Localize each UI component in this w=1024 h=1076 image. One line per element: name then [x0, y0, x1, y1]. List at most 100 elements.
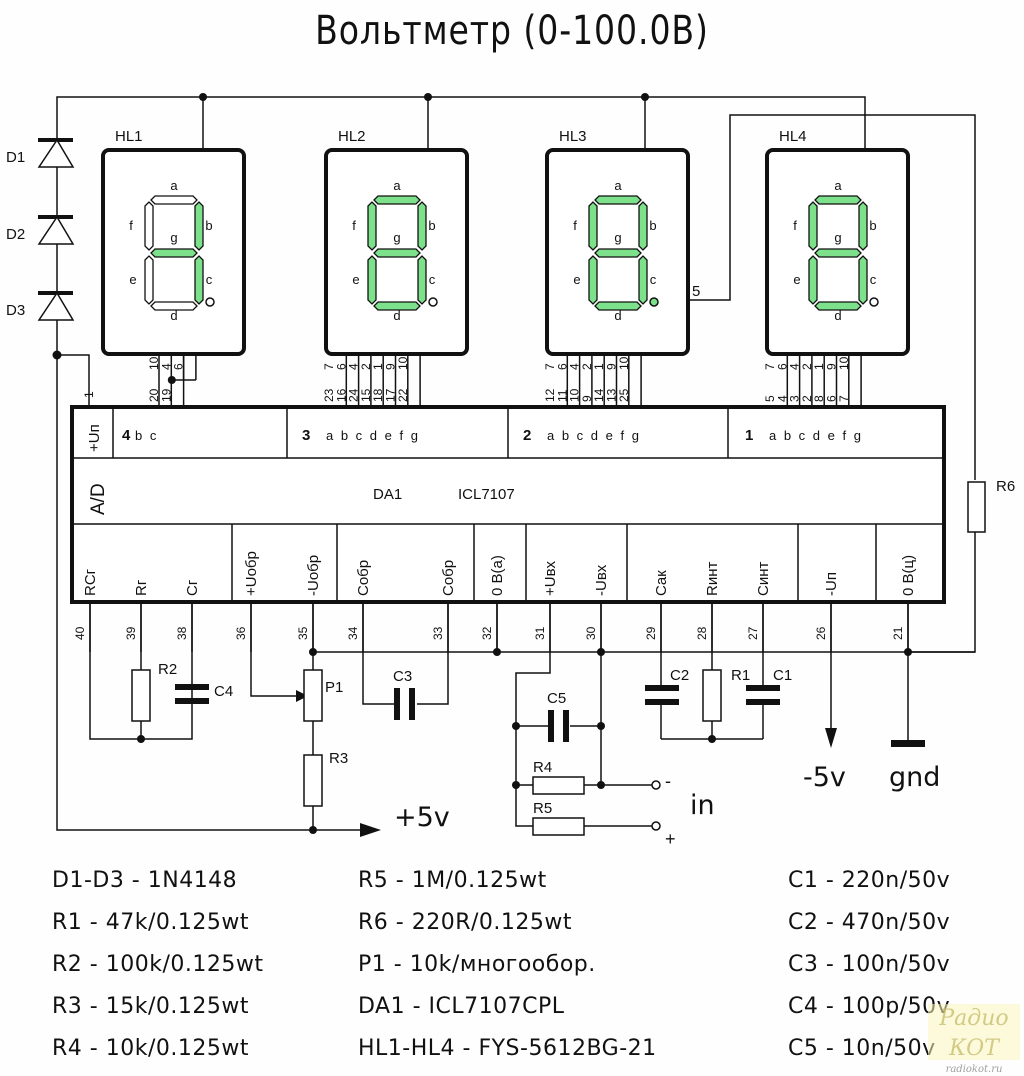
bom-column-2: R5 - 1M/0.125wt R6 - 220R/0.125wt P1 - 1… [358, 860, 657, 1070]
decimal-point [649, 297, 659, 307]
p1-label: P1 [325, 679, 343, 696]
chip-ref: DA1 [373, 486, 402, 503]
display-pin-label: 4 [347, 363, 361, 370]
c4-plate-2 [175, 698, 209, 704]
c2-label: C2 [670, 667, 689, 684]
digit-group-2: 2 a b c d e f g [523, 427, 641, 444]
bom-item: HL1-HL4 - FYS-5612BG-21 [358, 1036, 657, 1061]
display-pin-label: 7 [322, 363, 336, 370]
c1-label: C1 [773, 667, 792, 684]
chip-pin-label: 17 [384, 388, 398, 402]
c5-plate-2 [563, 710, 569, 742]
c5-label: C5 [547, 690, 566, 707]
pin-number: 21 [891, 626, 905, 640]
gnd-label: gnd [889, 762, 940, 793]
c1-plate-1 [746, 685, 780, 691]
diode-d1: D1 [6, 138, 75, 168]
chip-pin-label: 2 [800, 395, 814, 402]
segment-label-e: e [352, 272, 359, 287]
segment-d [150, 301, 198, 311]
bom-item: C5 - 10n/50v [788, 1036, 936, 1061]
segment-label-d: d [614, 308, 621, 323]
chip-pin-label: 8 [812, 395, 826, 402]
display-pin-label: 4 [788, 363, 802, 370]
segment-c [417, 255, 427, 305]
pin-1-label: 1 [82, 391, 96, 398]
pin-number: 34 [346, 626, 360, 640]
segment-f [588, 201, 598, 251]
c3-plate-1 [394, 688, 400, 720]
r5-label: R5 [533, 800, 552, 817]
chip-pin-label: 25 [617, 388, 631, 402]
diode-d3: D3 [6, 291, 75, 321]
pin-function-label: +Uвх [542, 560, 559, 596]
segment-label-a: a [834, 178, 842, 193]
common-bus [309, 648, 975, 656]
display-pin-label: 7 [763, 363, 777, 370]
segment-f [367, 201, 377, 251]
bom-column-3: C1 - 220n/50v C2 - 470n/50v C3 - 100n/50… [788, 860, 950, 1070]
chip-pin-label: 4 [775, 395, 789, 402]
chip-pin-label: 23 [322, 388, 336, 402]
r1-resistor [702, 669, 722, 722]
segment-c [194, 255, 204, 305]
r1-label: R1 [731, 667, 750, 684]
watermark: Радио КОТ radiokot.ru [928, 1004, 1020, 1075]
decimal-point [869, 297, 879, 307]
digit-number: 4 [122, 427, 131, 444]
display-pin-label: 2 [580, 363, 594, 370]
c4-label: C4 [214, 683, 233, 700]
pin-function-label: Rг [133, 579, 150, 596]
bom-item: C3 - 100n/50v [788, 952, 951, 977]
pin-number: 33 [431, 626, 445, 640]
digit-number: 3 [302, 427, 310, 444]
display-pin-label: 4 [568, 363, 582, 370]
display-pin-label: 9 [825, 363, 839, 370]
chip-pin-label: 6 [825, 395, 839, 402]
supply-wire: 1 [52, 350, 305, 831]
segment-label-b: b [649, 218, 656, 233]
chip-pin-label: 9 [580, 395, 594, 402]
chip-pin-label: 14 [592, 388, 606, 402]
display-pin-label: 9 [605, 363, 619, 370]
pin-number: 28 [695, 626, 709, 640]
digit-number: 2 [523, 427, 531, 444]
segment-label-g: g [170, 230, 177, 245]
segment-c [638, 255, 648, 305]
chip-pin-label: 24 [347, 388, 361, 402]
segment-e [367, 255, 377, 305]
diode-label: D3 [6, 302, 25, 319]
chip-part: ICL7107 [458, 486, 515, 503]
r4-label: R4 [533, 759, 552, 776]
segment-f [144, 201, 154, 251]
digit-segments: a b c d e f g [547, 428, 641, 443]
bom-item: C2 - 470n/50v [788, 910, 951, 935]
input-label: in [690, 790, 715, 821]
pin-number: 35 [296, 626, 310, 640]
pin-number: 40 [73, 626, 87, 640]
segment-label-f: f [793, 218, 797, 233]
segment-label-b: b [428, 218, 435, 233]
pin-function-label: Cинт [755, 562, 772, 596]
bom-item: P1 - 10k/многообор. [358, 952, 596, 977]
decimal-point [428, 297, 438, 307]
integrator-network: C2 R1 C1 [645, 602, 792, 743]
chip-pin-label: 10 [568, 388, 582, 402]
display-pin-label: 10 [837, 356, 851, 370]
segment-f [808, 201, 818, 251]
plus5v-label: +5v [394, 802, 450, 833]
pin-function-label: +Uобр [243, 551, 260, 596]
c1-plate-2 [746, 699, 780, 705]
segment-a [814, 195, 862, 205]
display-pin-label: 1 [812, 363, 826, 370]
pin-number: 32 [480, 626, 494, 640]
pin-number: 31 [533, 626, 547, 640]
c3-label: C3 [393, 668, 412, 685]
ad-label: A/D [88, 483, 109, 515]
